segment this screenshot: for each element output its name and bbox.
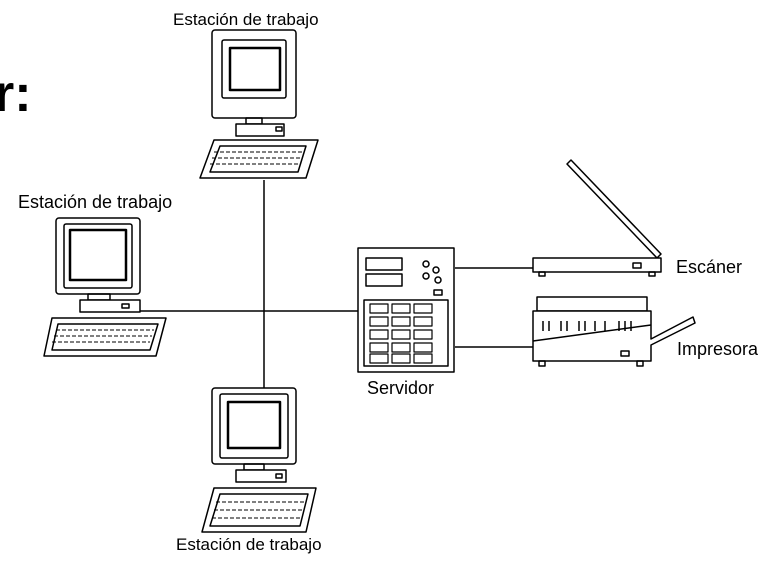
partial-heading-fragment: r:: [0, 65, 32, 123]
server-label: Servidor: [367, 378, 435, 398]
workstation-left-icon: [43, 217, 167, 357]
printer-icon: [532, 296, 696, 367]
workstation-top-icon: [199, 29, 319, 179]
workstation-bottom-icon: [201, 387, 317, 533]
scanner-icon: [532, 159, 662, 277]
printer-label: Impresora: [677, 339, 759, 359]
server-icon: [357, 247, 455, 373]
workstation-bottom-label: Estación de trabajo: [176, 535, 322, 554]
connection-lines: [140, 180, 533, 388]
scanner-label: Escáner: [676, 257, 743, 277]
workstation-top-label: Estación de trabajo: [173, 10, 319, 29]
workstation-left-label: Estación de trabajo: [18, 192, 173, 212]
